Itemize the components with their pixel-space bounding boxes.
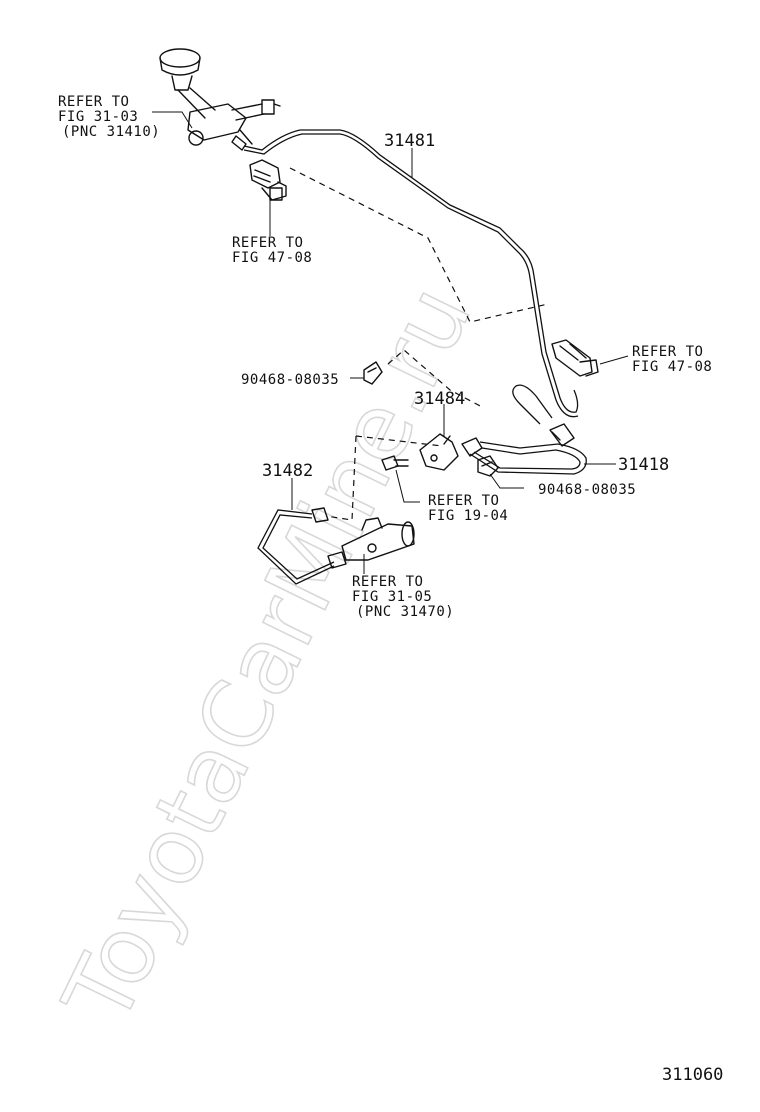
part-number-31481: 31481 [384, 131, 435, 151]
clutch-master-cylinder [159, 48, 281, 146]
leader-lines [152, 111, 629, 574]
ref-release-cylinder: REFER TO FIG 31-05 (PNC 31470) [352, 574, 454, 620]
pipe-clamp-upper [249, 159, 287, 201]
ref-line: REFER TO [232, 235, 303, 251]
ref-bracket-right: REFER TO FIG 47-08 [632, 344, 712, 375]
clip-lower [477, 455, 499, 477]
ref-line: REFER TO [352, 574, 423, 590]
pipe-clamp-right [551, 339, 599, 377]
ref-line: FIG 31-05 [352, 589, 432, 605]
ref-master-cylinder: REFER TO FIG 31-03 (PNC 31410) [58, 94, 160, 140]
pipe-loop-31418 [512, 384, 553, 425]
part-number-31418: 31418 [618, 455, 669, 475]
bolt [381, 455, 409, 471]
part-number-31482: 31482 [262, 461, 313, 481]
ref-line: REFER TO [58, 94, 129, 110]
flexible-hose-31418 [461, 423, 587, 475]
ref-line: REFER TO [428, 493, 499, 509]
part-number-clip-upper: 90468-08035 [241, 372, 339, 388]
ref-line: REFER TO [632, 344, 703, 360]
clutch-pipe-31482 [257, 507, 347, 585]
ref-bracket-upper: REFER TO FIG 47-08 [232, 235, 312, 266]
part-number-clip-lower: 90468-08035 [538, 482, 636, 498]
clutch-pipe-31481 [231, 129, 579, 418]
bracket-31484 [419, 433, 459, 471]
ref-line: (PNC 31410) [62, 124, 160, 140]
clutch-release-cylinder [341, 517, 415, 561]
dashed-guide-clip [387, 349, 485, 409]
ref-bolt: REFER TO FIG 19-04 [428, 493, 508, 524]
ref-line: FIG 31-03 [58, 109, 138, 125]
part-number-31484: 31484 [414, 389, 465, 409]
ref-line: FIG 47-08 [232, 250, 312, 266]
dashed-guide-upper [289, 167, 549, 323]
ref-line: FIG 19-04 [428, 508, 508, 524]
figure-number: 311060 [662, 1065, 723, 1085]
ref-line: FIG 47-08 [632, 359, 712, 375]
dashed-guide-lower [325, 435, 443, 521]
ref-line: (PNC 31470) [356, 604, 454, 620]
